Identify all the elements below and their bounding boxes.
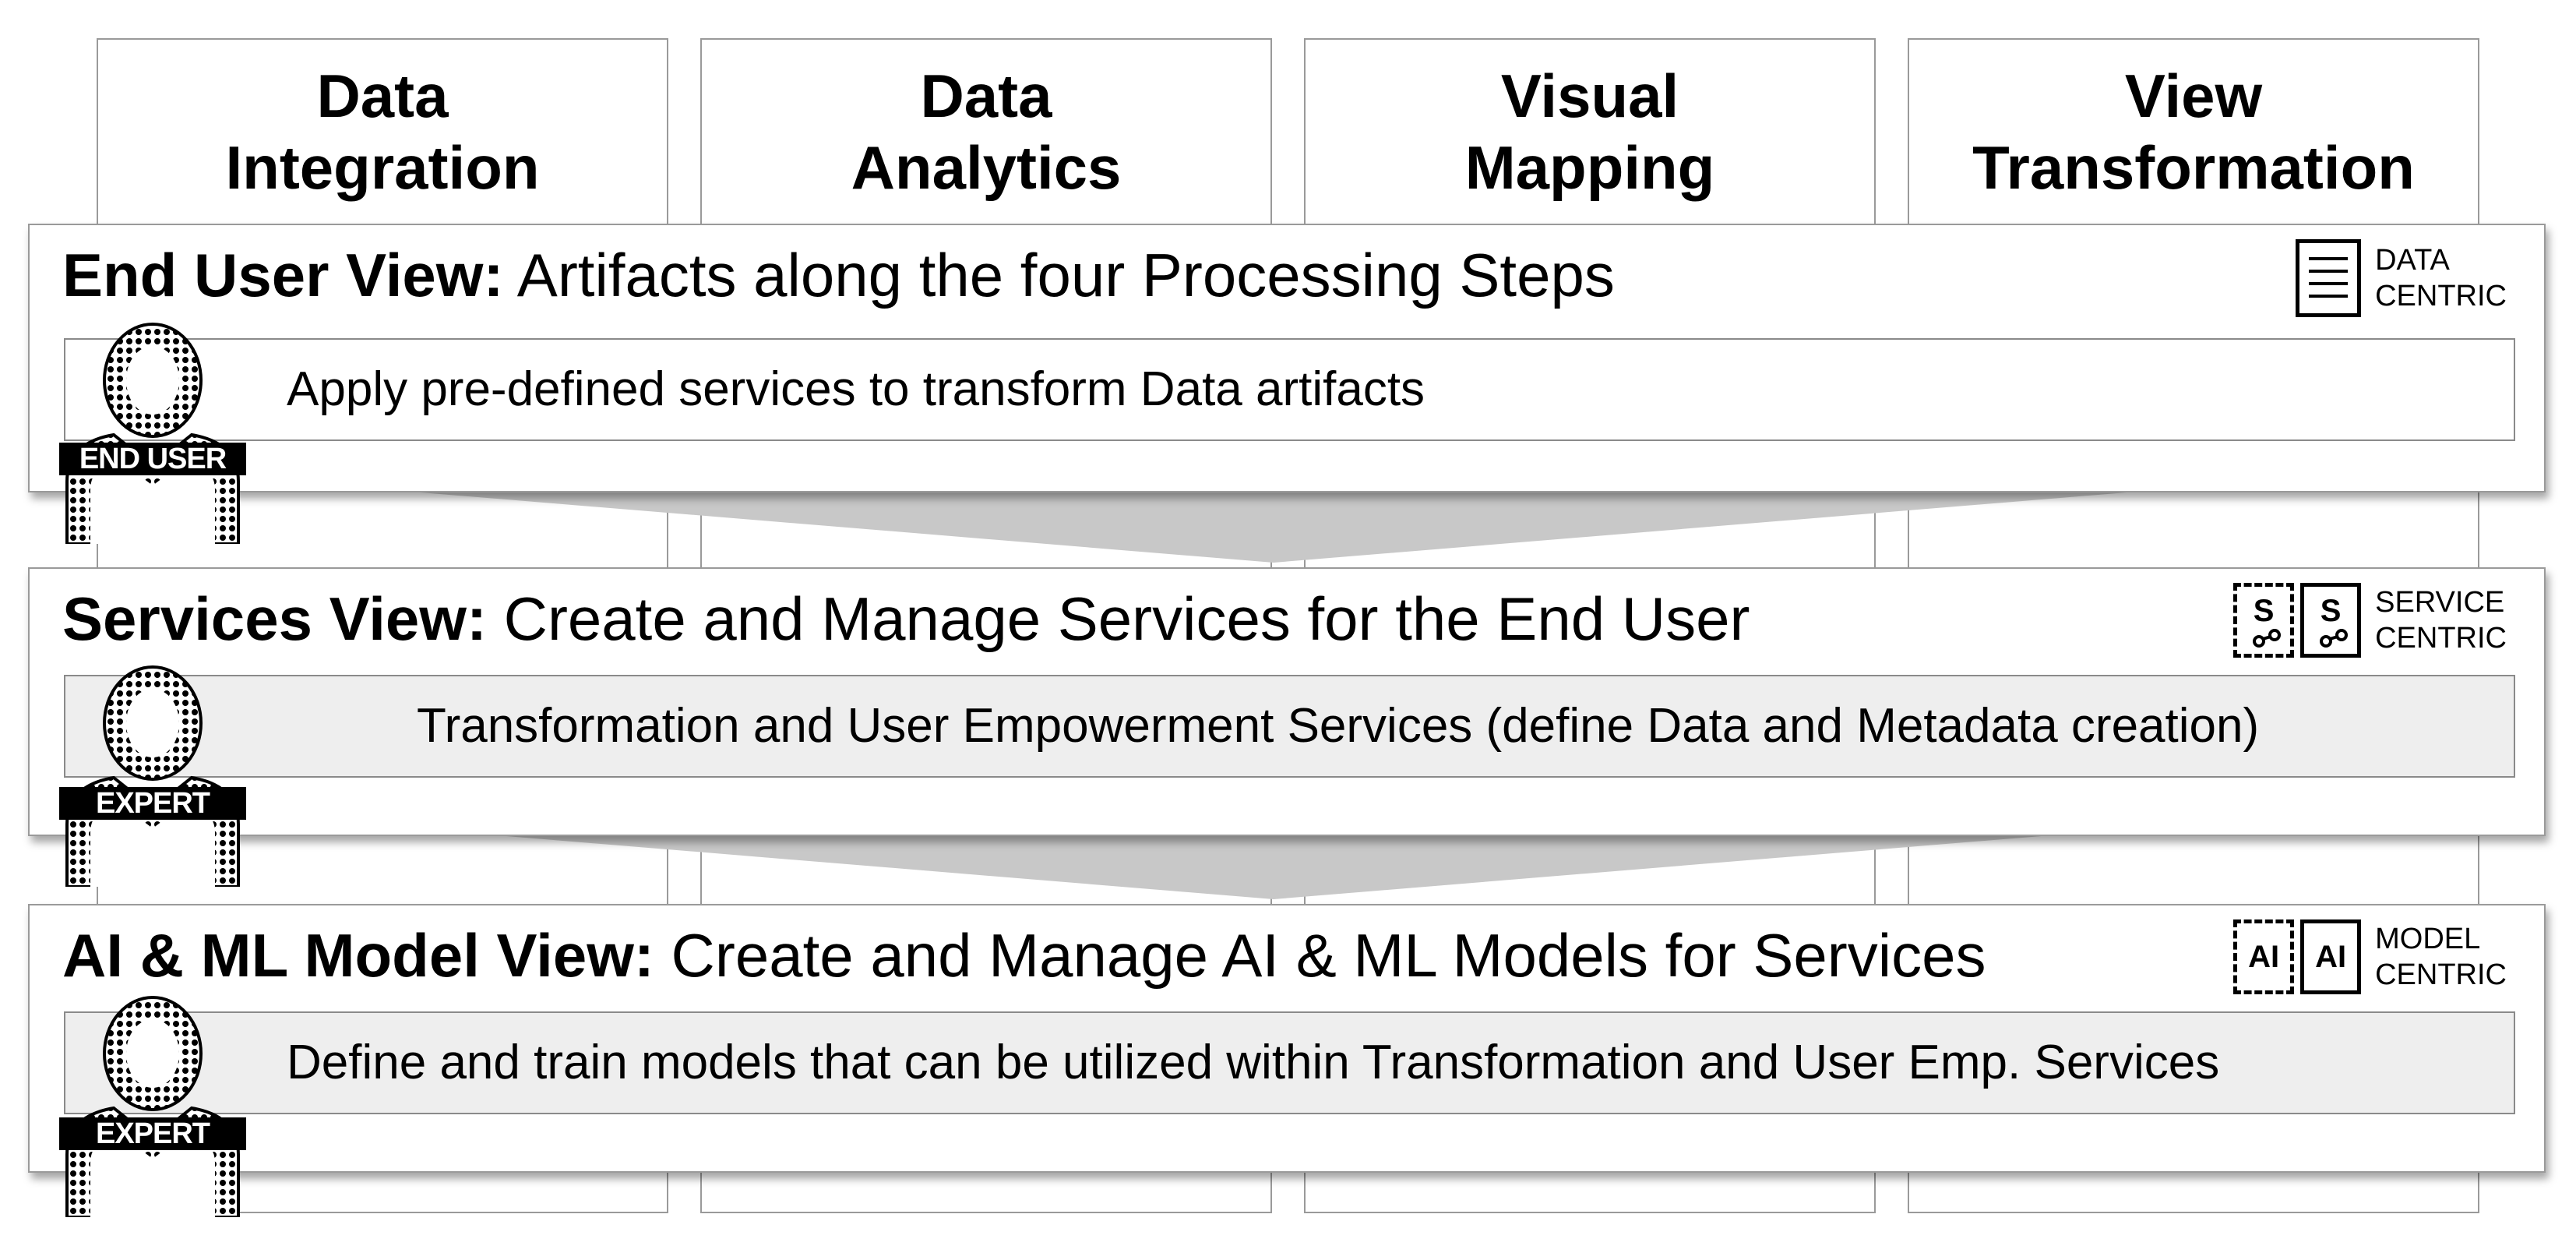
- model-draft-icon: AI: [2233, 919, 2295, 994]
- layer-end-user-view: End User View: Artifacts along the four …: [28, 224, 2546, 492]
- document-icon: [2296, 239, 2362, 317]
- role-label: END USER: [59, 443, 246, 475]
- column-title: Data Integration: [225, 62, 540, 202]
- centric-label: SERVICE CENTRIC: [2375, 586, 2507, 655]
- layer-title-rest: Create and Manage AI & ML Models for Ser…: [654, 921, 1986, 990]
- service-letter: S: [2320, 593, 2342, 628]
- centric-badge: S S SERVICE CENTRIC: [2233, 583, 2507, 658]
- layer-description-box: Apply pre-defined services to transform …: [64, 338, 2515, 441]
- layer-description: Apply pre-defined services to transform …: [287, 362, 1425, 416]
- layer-title-bold: AI & ML Model View:: [62, 921, 654, 990]
- down-arrow-1: [421, 492, 2127, 563]
- down-arrow-2: [421, 829, 2127, 899]
- expert-person-icon: EXPERT: [59, 661, 246, 888]
- layer-title-bold: End User View:: [62, 241, 504, 309]
- layer-description-box: Transformation and User Empowerment Serv…: [64, 675, 2515, 778]
- model-icon: AI: [2300, 919, 2362, 994]
- end-user-person-icon: END USER: [59, 318, 246, 545]
- expert-person-icon: EXPERT: [59, 991, 246, 1219]
- layer-description: Define and train models that can be util…: [287, 1036, 2220, 1089]
- role-label: EXPERT: [59, 1117, 246, 1150]
- layer-services-view: Services View: Create and Manage Service…: [28, 567, 2546, 836]
- column-title: View Transformation: [1972, 62, 2415, 202]
- model-letters: AI: [2248, 939, 2280, 974]
- layer-title-bold: Services View:: [62, 584, 487, 653]
- layer-title-rest: Create and Manage Services for the End U…: [486, 584, 1750, 653]
- layer-description-box: Define and train models that can be util…: [64, 1011, 2515, 1114]
- layer-description: Transformation and User Empowerment Serv…: [417, 699, 2260, 753]
- centric-label: MODEL CENTRIC: [2375, 923, 2507, 991]
- centric-badge: AI AI MODEL CENTRIC: [2233, 919, 2507, 994]
- role-label: EXPERT: [59, 787, 246, 820]
- layer-ai-ml-model-view: AI & ML Model View: Create and Manage AI…: [28, 904, 2546, 1173]
- centric-badge: DATA CENTRIC: [2296, 239, 2507, 317]
- service-draft-icon: S: [2233, 583, 2295, 658]
- layer-title: Services View: Create and Manage Service…: [62, 583, 1750, 655]
- service-icon: S: [2300, 583, 2362, 658]
- column-title: Data Analytics: [851, 62, 1122, 202]
- service-letter: S: [2253, 593, 2275, 628]
- layer-title: AI & ML Model View: Create and Manage AI…: [62, 919, 1986, 991]
- model-letters: AI: [2315, 939, 2347, 974]
- column-title: Visual Mapping: [1464, 62, 1715, 202]
- centric-label: DATA CENTRIC: [2375, 244, 2507, 312]
- layer-title: End User View: Artifacts along the four …: [62, 239, 1615, 311]
- layer-title-rest: Artifacts along the four Processing Step…: [503, 241, 1615, 309]
